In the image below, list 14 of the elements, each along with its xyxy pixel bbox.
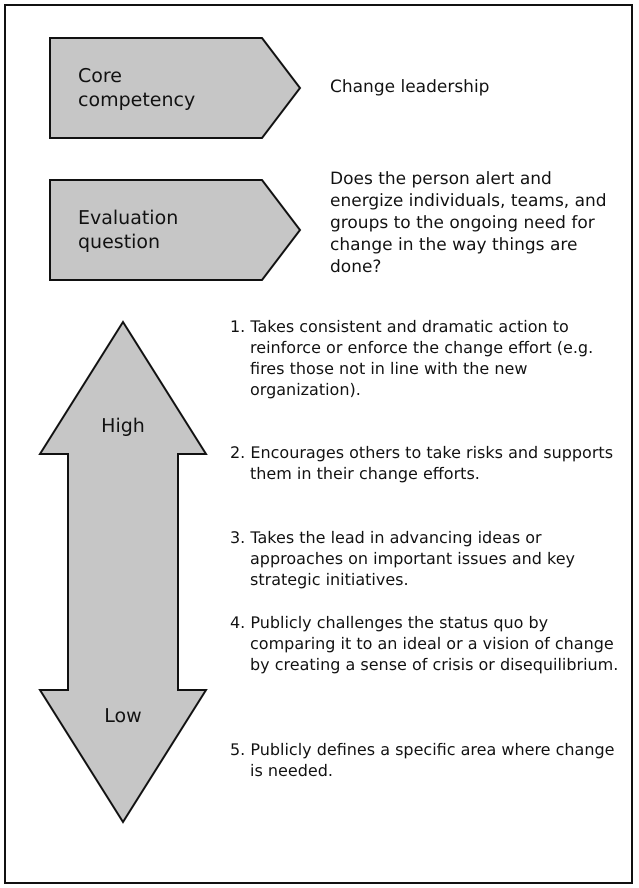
scale-label: High	[100, 414, 146, 438]
description-text: Does the person alert and energize individuals, teams, and groups to the ongoing need for change in the way things are done?	[330, 168, 608, 278]
scale-label: Low	[103, 704, 143, 728]
list-item: 2. Encourages others to take risks and supports them in their change efforts.	[230, 442, 614, 484]
list-item: 4. Publicly challenges the status quo by comparing it to an ideal or a vision of change by creating a sense of crisis or disequilibrium.	[230, 612, 620, 675]
description-text: Change leadership	[330, 76, 490, 98]
list-item: 3. Takes the lead in advancing ideas or approaches on important issues and key strategic initiatives.	[230, 527, 576, 590]
box-heading: Core competency	[78, 64, 196, 112]
arrow-label-box	[50, 180, 300, 280]
double-headed-arrow	[40, 322, 206, 822]
list-item: 5. Publicly defines a specific area where change is needed.	[230, 739, 616, 781]
box-heading: Evaluation question	[78, 206, 180, 254]
list-item: 1. Takes consistent and dramatic action to reinforce or enforce the change effort (e.g. fires those not in line with the new organization).	[230, 316, 594, 400]
arrow-label-box	[50, 38, 300, 138]
